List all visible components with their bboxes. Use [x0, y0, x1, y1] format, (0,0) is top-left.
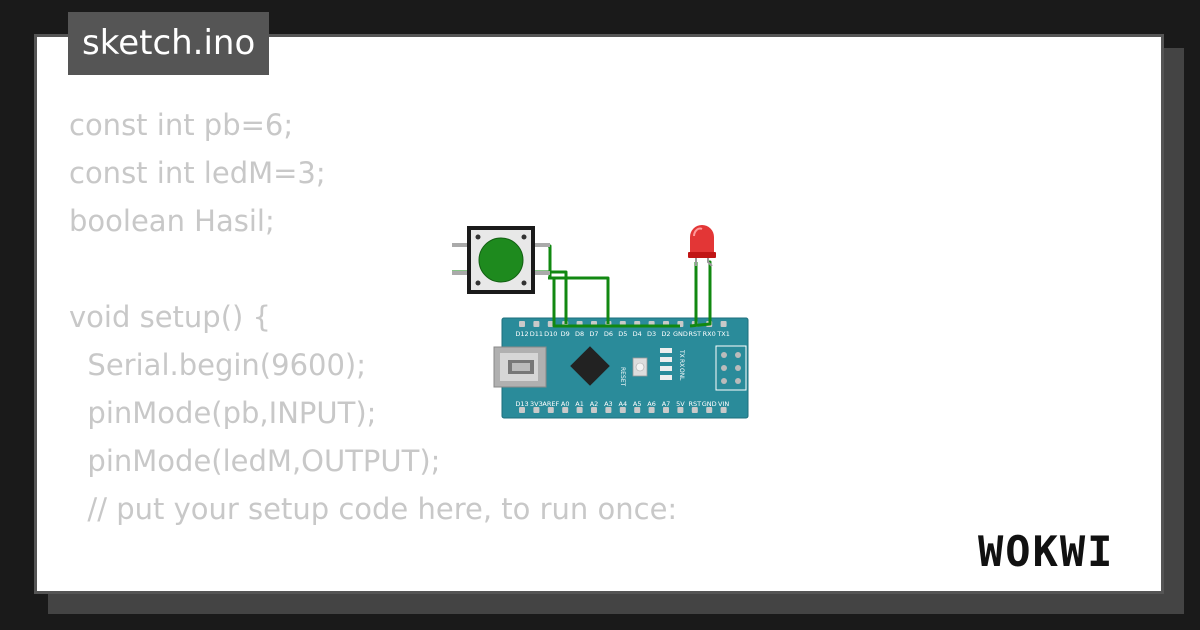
- pin-label: AREF: [542, 400, 559, 408]
- pin-3v3[interactable]: [533, 407, 540, 413]
- pin-label: RST: [688, 330, 701, 338]
- pin-rst[interactable]: [691, 407, 698, 413]
- pin-a4[interactable]: [619, 407, 626, 413]
- code-line: void setup() {: [69, 300, 271, 334]
- pin-d12[interactable]: [519, 321, 525, 327]
- code-line: const int pb=6;: [69, 108, 294, 142]
- pin-label: D5: [618, 330, 627, 338]
- pin-label: D11: [530, 330, 543, 338]
- pin-label: D12: [515, 330, 528, 338]
- bottom-pin-header: [519, 407, 727, 413]
- pushbutton-cap[interactable]: [478, 237, 524, 283]
- code-line: pinMode(ledM,OUTPUT);: [69, 444, 441, 478]
- red-led[interactable]: [688, 225, 716, 267]
- code-line: }: [69, 581, 677, 591]
- code-line: pinMode(pb,INPUT);: [69, 396, 377, 430]
- pin-a7[interactable]: [663, 407, 669, 413]
- wokwi-logo-text: WOKWI: [978, 527, 1114, 576]
- pin-d11[interactable]: [533, 321, 540, 327]
- code-line: Serial.begin(9600);: [69, 348, 367, 382]
- pin-label: D13: [515, 400, 528, 408]
- led-label: ON: [678, 368, 685, 377]
- pin-tx1[interactable]: [720, 321, 727, 327]
- pin-label: A3: [604, 400, 613, 408]
- filename-tab[interactable]: sketch.ino: [68, 12, 270, 75]
- pushbutton[interactable]: [452, 226, 550, 294]
- pin-a5[interactable]: [634, 407, 641, 413]
- microcontroller-chip: [570, 346, 610, 386]
- wokwi-logo[interactable]: WOKWI: [974, 524, 1154, 580]
- pin-label: D3: [647, 330, 656, 338]
- pin-5v[interactable]: [677, 407, 684, 413]
- pin-gnd[interactable]: [706, 407, 713, 413]
- project-card: const int pb=6; const int ledM=3; boolean …: [34, 34, 1164, 594]
- code-line: // put your setup code here, to run once…: [69, 492, 678, 526]
- status-leds: [660, 348, 672, 380]
- pin-label: D7: [589, 330, 598, 338]
- usb-connector-icon: [493, 346, 547, 388]
- pin-label: GND: [702, 400, 717, 408]
- pin-label: GND: [673, 330, 688, 338]
- pin-vin[interactable]: [720, 407, 727, 413]
- pin-label: A4: [619, 400, 628, 408]
- icsp-header: [715, 345, 747, 391]
- code-line: const int ledM=3;: [69, 156, 326, 190]
- pin-label: TX1: [716, 330, 730, 338]
- pin-label: VIN: [718, 400, 729, 408]
- pin-label: A5: [633, 400, 642, 408]
- pin-label: A7: [662, 400, 671, 408]
- pin-label: A1: [575, 400, 584, 408]
- pin-label: D2: [661, 330, 670, 338]
- wire-button-gnd[interactable]: [548, 276, 680, 328]
- pin-a2[interactable]: [591, 407, 597, 413]
- pin-label: 3V3: [530, 400, 543, 408]
- pin-label: 5V: [676, 400, 685, 408]
- pin-label: D4: [633, 330, 642, 338]
- reset-button[interactable]: [632, 357, 648, 377]
- led-label: L: [678, 377, 685, 381]
- pin-label: A2: [590, 400, 599, 408]
- pin-a0[interactable]: [562, 407, 569, 413]
- pin-a6[interactable]: [648, 407, 655, 413]
- pin-label: D6: [604, 330, 613, 338]
- pin-label: A6: [647, 400, 656, 408]
- pin-d13[interactable]: [519, 407, 525, 413]
- code-preview: const int pb=6; const int ledM=3; boolean …: [69, 101, 678, 591]
- pin-label: D8: [575, 330, 584, 338]
- reset-label: RESET: [619, 367, 626, 387]
- led-label: TX: [678, 349, 685, 358]
- wire-led-gnd[interactable]: [689, 260, 712, 328]
- pin-label: RST: [688, 400, 701, 408]
- pin-a3[interactable]: [605, 407, 612, 413]
- code-line: boolean Hasil;: [69, 204, 275, 238]
- pin-label: D9: [561, 330, 570, 338]
- pin-d10[interactable]: [547, 321, 554, 327]
- pin-label: RX0: [703, 330, 716, 338]
- pin-label: A0: [561, 400, 570, 408]
- pin-aref[interactable]: [547, 407, 554, 413]
- pin-a1[interactable]: [576, 407, 583, 413]
- wire-button-d6[interactable]: [548, 244, 610, 324]
- pin-label: D10: [544, 330, 557, 338]
- led-label: RX: [678, 359, 685, 367]
